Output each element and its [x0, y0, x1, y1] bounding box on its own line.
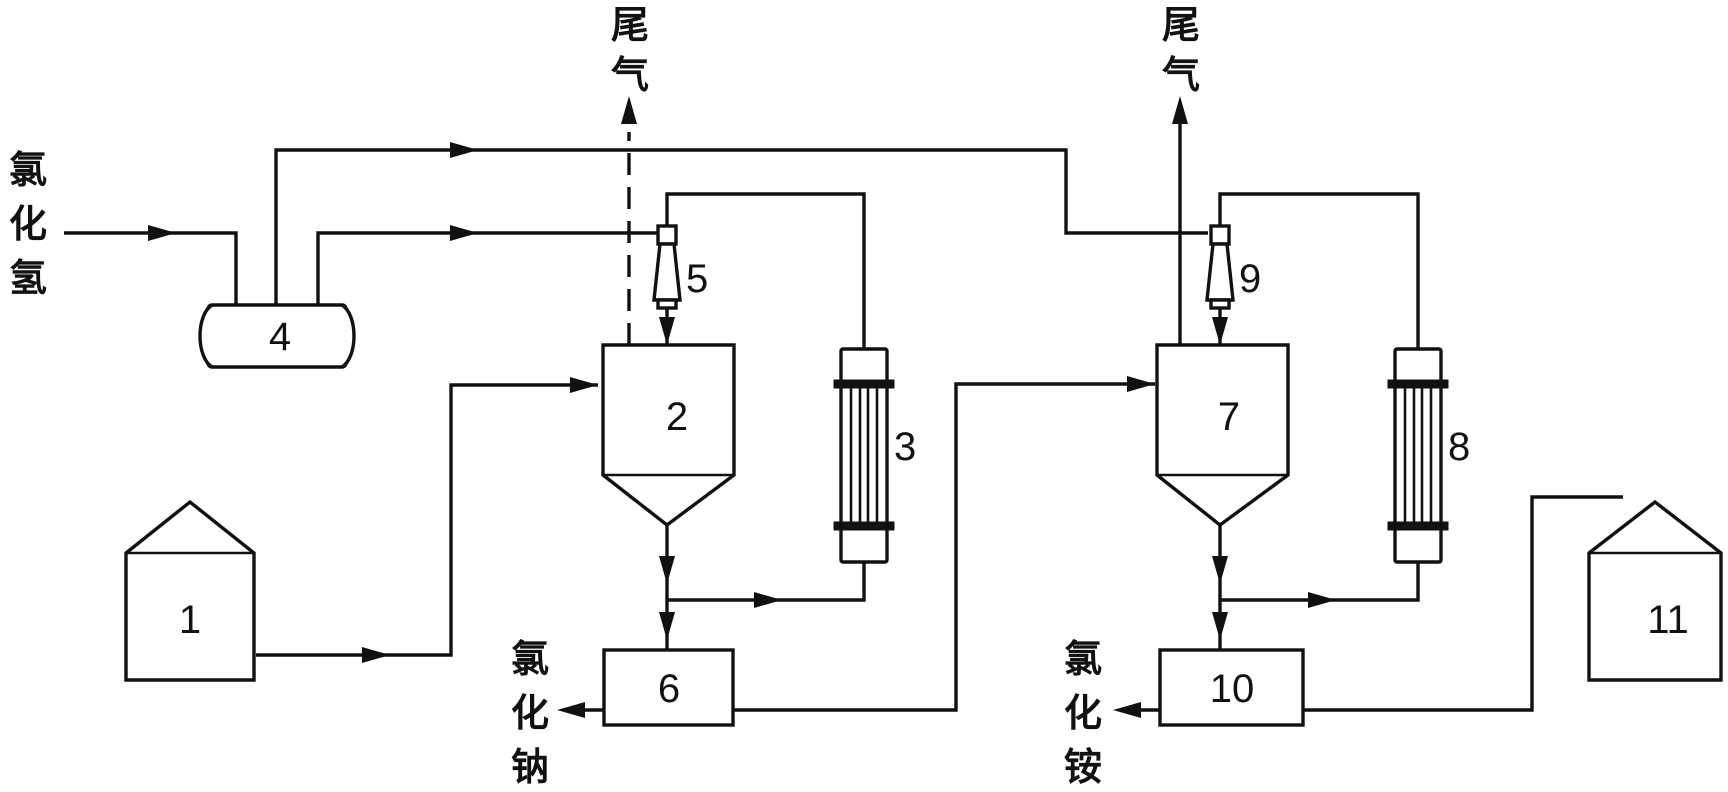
reactor-7: 7	[1155, 343, 1290, 528]
arrow-tail-gas-2	[1172, 96, 1188, 124]
arrow-tank4-to-ejector5	[450, 225, 478, 241]
arrow-loop2-branch	[1308, 592, 1336, 608]
label-tail-gas-1: 尾 气	[611, 3, 649, 97]
label-nacl-char-2: 化	[511, 691, 549, 735]
pipe-exchanger3-to-ejector5	[665, 192, 866, 349]
arrow-into-reactor2	[570, 377, 598, 393]
label-hcl-char-3: 氢	[9, 256, 47, 300]
reactor-2: 2	[601, 343, 736, 528]
silo-1: 1	[124, 499, 256, 682]
ejector-5: 5	[652, 224, 708, 310]
label-nacl-char-3: 钠	[511, 745, 549, 789]
pipe-separator10-to-silo11	[1303, 495, 1623, 712]
pipe-hcl-feed	[64, 231, 238, 305]
ejector-9: 9	[1205, 224, 1261, 310]
exchanger-3-label: 3	[894, 425, 916, 469]
arrow-tail-gas-1	[621, 96, 637, 124]
exchanger-3: 3	[833, 347, 916, 564]
label-nh4cl-char-3: 铵	[1064, 745, 1102, 789]
pipe-separator6-to-reactor7	[733, 382, 1155, 712]
arrow-reactor7-down-a	[1212, 556, 1228, 584]
arrow-top-line	[450, 142, 478, 158]
pipe-silo1-to-reactor2	[256, 383, 598, 657]
reactor-2-label: 2	[666, 395, 688, 439]
tank-4-label: 4	[269, 315, 291, 359]
arrow-hcl-feed	[148, 225, 176, 241]
label-tail-gas-1-char-2: 气	[611, 53, 649, 97]
silo-11: 11	[1587, 499, 1723, 682]
label-nacl-char-1: 氯	[511, 637, 549, 681]
label-hcl-feed: 氯 化 氢	[9, 148, 47, 300]
label-tail-gas-2-char-2: 气	[1162, 53, 1200, 97]
label-nh4cl-char-2: 化	[1064, 691, 1102, 735]
label-nh4cl-char-1: 氯	[1064, 637, 1102, 681]
reactor-7-label: 7	[1218, 395, 1240, 439]
silo-1-label: 1	[179, 598, 201, 642]
silo-11-label: 11	[1647, 598, 1689, 642]
tank-4: 4	[198, 303, 356, 369]
label-nh4cl-product: 氯 化 铵	[1064, 637, 1102, 789]
arrow-reactor2-down-a	[659, 556, 675, 584]
exchanger-8: 8	[1387, 347, 1470, 564]
pipe-branch-to-exchanger8	[1220, 562, 1420, 602]
separator-6: 6	[602, 648, 735, 727]
label-hcl-char-1: 氯	[9, 148, 47, 192]
label-tail-gas-2-char-1: 尾	[1162, 3, 1200, 47]
separator-10-label: 10	[1210, 667, 1255, 711]
label-nacl-product: 氯 化 钠	[511, 637, 549, 789]
arrow-ejector5-down	[659, 317, 675, 345]
label-tail-gas-1-char-1: 尾	[611, 3, 649, 47]
pipe-tank4-to-ejector9	[274, 148, 1208, 305]
arrow-loop1-branch	[754, 592, 782, 608]
separator-6-label: 6	[658, 667, 680, 711]
label-hcl-char-2: 化	[9, 202, 47, 246]
label-tail-gas-2: 尾 气	[1162, 3, 1200, 97]
arrow-silo1-feed	[362, 647, 390, 663]
arrow-nacl-out	[557, 702, 585, 718]
separator-10: 10	[1158, 648, 1305, 727]
pipe-exchanger8-to-ejector9	[1218, 192, 1420, 349]
ejector-9-label: 9	[1239, 257, 1261, 301]
arrow-reactor2-down-b	[659, 612, 675, 640]
piping	[64, 112, 1623, 712]
arrow-into-reactor7	[1127, 376, 1155, 392]
flow-arrows	[148, 96, 1336, 718]
arrow-reactor7-down-b	[1212, 612, 1228, 640]
arrow-ejector9-down	[1212, 317, 1228, 345]
exchanger-8-label: 8	[1448, 425, 1470, 469]
arrow-nh4cl-out	[1113, 702, 1141, 718]
pipe-tank4-to-ejector5	[316, 231, 660, 305]
pipe-branch-to-exchanger3	[667, 562, 866, 602]
ejector-5-label: 5	[686, 257, 708, 301]
